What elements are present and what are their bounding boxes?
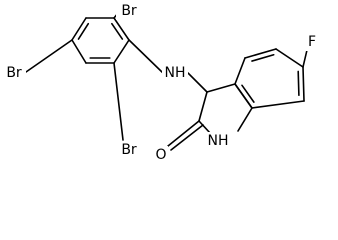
- atom-fluorine: F: [308, 34, 316, 50]
- bond: [234, 57, 246, 85]
- molecule-canvas: Br Br Br NH F NH O: [2, 2, 319, 164]
- bond-double-inner: [251, 53, 275, 62]
- bond-br-left: [25, 39, 73, 73]
- bond: [113, 39, 130, 64]
- bond: [113, 17, 130, 41]
- fused-benzene-ring: [234, 48, 308, 109]
- bond: [302, 66, 305, 102]
- atom-labels: Br Br Br NH F NH O: [2, 2, 319, 164]
- bond: [198, 120, 211, 134]
- lactam-ring: [198, 83, 253, 134]
- bond: [71, 17, 87, 41]
- bond-br-bottom: [113, 62, 124, 141]
- bond: [275, 48, 304, 68]
- bond: [198, 91, 208, 122]
- bond: [71, 39, 87, 64]
- bond-f: [302, 49, 308, 68]
- atom-nh-amine: NH: [165, 65, 186, 81]
- bond: [251, 100, 305, 109]
- tribromophenyl-ring: [71, 17, 130, 64]
- atom-br-top: Br: [121, 3, 137, 19]
- atom-oxygen: O: [155, 147, 166, 163]
- bond: [234, 83, 253, 109]
- bond: [167, 120, 200, 147]
- bond-aryl-nh: [128, 39, 164, 74]
- bond-double-inner: [111, 22, 124, 40]
- atom-nh-ring: NH: [208, 133, 229, 149]
- bond-double-inner: [297, 70, 300, 97]
- molecule-structure: Br Br Br NH F NH O: [2, 2, 319, 164]
- bond-nh-c3: [187, 72, 208, 93]
- bond-double-inner: [77, 22, 90, 40]
- bond: [206, 83, 236, 93]
- atom-br-bottom: Br: [121, 142, 137, 158]
- atom-br-left: Br: [6, 65, 22, 81]
- bond-double-inner: [241, 84, 255, 103]
- bond: [237, 107, 253, 132]
- bond: [170, 124, 204, 151]
- carbonyl: [167, 120, 204, 151]
- bond: [244, 48, 277, 59]
